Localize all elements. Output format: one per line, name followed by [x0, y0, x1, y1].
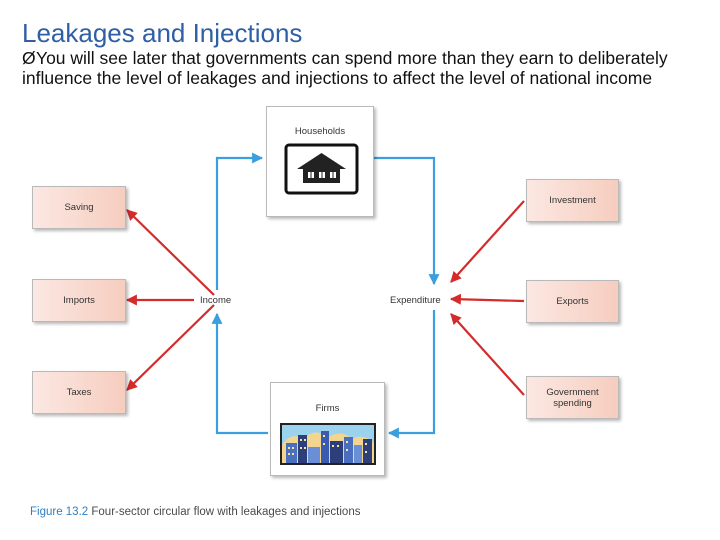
- arrow-exports-to-expenditure: [449, 293, 525, 305]
- flow-income-to-households: [215, 152, 264, 290]
- flow-firms-to-income: [211, 312, 268, 435]
- income-label: Income: [200, 295, 232, 306]
- investment-box: Investment: [526, 179, 619, 222]
- flow-expenditure-to-firms: [387, 310, 436, 439]
- households-label: Households: [294, 126, 346, 137]
- arrow-income-to-taxes: [126, 304, 215, 391]
- flow-households-to-expenditure: [373, 156, 440, 286]
- slide-title: Leakages and Injections: [22, 18, 303, 48]
- figure-caption: Figure 13.2 Four-sector circular flow wi…: [30, 506, 360, 518]
- arrow-income-to-saving: [126, 209, 215, 296]
- bullet-arrow-icon: Ø: [22, 48, 36, 68]
- expenditure-label: Expenditure: [390, 295, 441, 306]
- imports-box: Imports: [32, 279, 126, 322]
- city-skyline-icon: [280, 423, 376, 465]
- households-box: Households: [266, 106, 374, 217]
- bullet-text: You will see later that governments can …: [22, 48, 668, 88]
- figure-caption-text: Four-sector circular flow with leakages …: [91, 506, 361, 518]
- exports-box: Exports: [526, 280, 619, 323]
- bullet-point: ØYou will see later that governments can…: [22, 48, 712, 88]
- firms-box: Firms: [270, 382, 385, 476]
- house-icon: [284, 143, 359, 195]
- taxes-box: Taxes: [32, 371, 126, 414]
- firms-label: Firms: [315, 403, 340, 414]
- government-spending-box: Government spending: [526, 376, 619, 419]
- saving-box: Saving: [32, 186, 126, 229]
- arrow-government-to-expenditure: [450, 313, 525, 396]
- arrow-investment-to-expenditure: [450, 200, 525, 283]
- figure-number: Figure 13.2: [30, 506, 89, 518]
